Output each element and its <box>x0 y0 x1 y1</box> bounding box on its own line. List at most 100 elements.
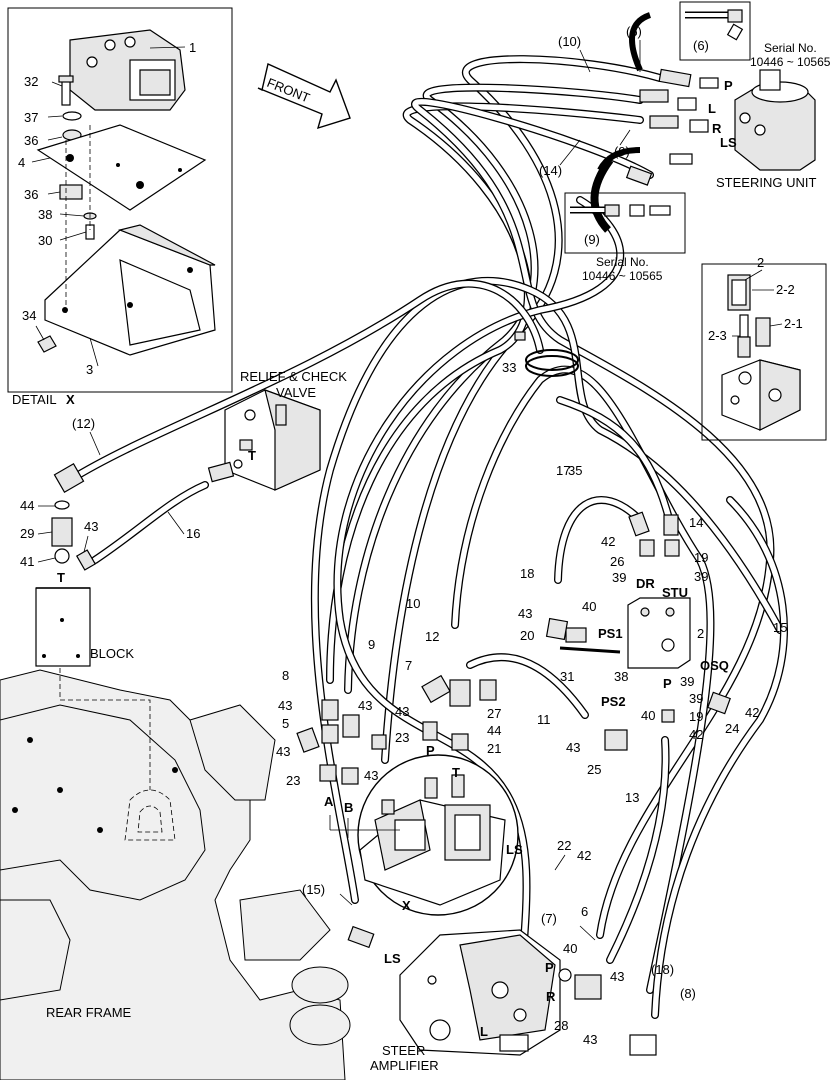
callout-2-inset: 2 <box>757 255 764 270</box>
callout-44-left: 44 <box>20 498 34 513</box>
callout-7: 7 <box>405 658 412 673</box>
steering-unit: P L R LS STEERING UNIT Serial No. 10446 … <box>539 12 831 233</box>
amp-port-l: L <box>480 1024 488 1039</box>
callout-19-b: 19 <box>689 709 703 724</box>
relief-valve-label-2: VALVE <box>276 385 316 400</box>
callout-18: 18 <box>520 566 534 581</box>
callout-40-b: 40 <box>641 708 655 723</box>
callout-12-center: 12 <box>425 629 439 644</box>
callout-4: 4 <box>18 155 25 170</box>
port-ps1: PS1 <box>598 626 623 641</box>
relief-valve-label-1: RELIEF & CHECK <box>240 369 347 384</box>
callout-43-g: 43 <box>583 1032 597 1047</box>
callout-21: 21 <box>487 741 501 756</box>
callout-34: 34 <box>22 308 36 323</box>
callout-42-b: 42 <box>745 705 759 720</box>
serial-mid-line2: 10446 ~ 10565 <box>582 269 663 283</box>
callout-36-b: 36 <box>24 187 38 202</box>
callout-31: 31 <box>560 669 574 684</box>
amp-port-ls: LS <box>384 951 401 966</box>
callout-27: 27 <box>487 706 501 721</box>
relief-check-valve: RELIEF & CHECK VALVE T <box>207 369 347 491</box>
callout-3: 3 <box>86 362 93 377</box>
steer-amp-label-2: AMPLIFIER <box>370 1058 439 1073</box>
callout-18-bottom: (18) <box>651 962 674 977</box>
relief-valve-port-t: T <box>248 448 256 463</box>
callout-26: 26 <box>610 554 624 569</box>
callout-20: 20 <box>520 628 534 643</box>
callout-29: 29 <box>20 526 34 541</box>
callout-hose-10: (10) <box>558 34 581 49</box>
callout-8-bottom: (8) <box>680 986 696 1001</box>
callout-30: 30 <box>38 233 52 248</box>
callout-1: 1 <box>189 40 196 55</box>
callout-12-left: (12) <box>72 416 95 431</box>
callout-39-c: 39 <box>680 674 694 689</box>
detail-x-letter: X <box>66 392 75 407</box>
amp-port-p: P <box>545 960 554 975</box>
port-p-center: P <box>663 676 672 691</box>
callout-42-d: 42 <box>577 848 591 863</box>
valve-port-p: P <box>426 743 435 758</box>
callout-25: 25 <box>587 762 601 777</box>
serial-mid-line1: Serial No. <box>596 255 649 269</box>
block-port-t: T <box>57 570 65 585</box>
callout-23-v: 23 <box>286 773 300 788</box>
inset-top: (6) <box>679 1 751 61</box>
port-osq: OSQ <box>700 658 729 673</box>
callout-33: 33 <box>502 360 516 375</box>
callout-42-a: 42 <box>601 534 615 549</box>
callout-15: 15 <box>773 620 787 635</box>
callout-36-a: 36 <box>24 133 38 148</box>
callout-38: 38 <box>38 207 52 222</box>
priority-valve: 35 33 17 14 42 26 19 39 39 18 DR STU 43 … <box>282 360 787 805</box>
callout-2-main: 2 <box>697 626 704 641</box>
steering-port-l: L <box>708 101 716 116</box>
port-ps2: PS2 <box>601 694 626 709</box>
port-dr: DR <box>636 576 655 591</box>
steering-port-p: P <box>724 78 733 93</box>
valve-x-marker: X <box>402 898 411 913</box>
callout-2-2: 2-2 <box>776 282 795 297</box>
callout-15-bottom: (15) <box>302 882 325 897</box>
steer-amplifier: STEER AMPLIFIER REAR FRAME (15) 22 42 (7… <box>46 838 696 1073</box>
callout-hose-14: (14) <box>539 163 562 178</box>
steer-amp-label-1: STEER <box>382 1043 425 1058</box>
callout-43-v1: 43 <box>278 698 292 713</box>
callout-37: 37 <box>24 110 38 125</box>
callout-38-c: 38 <box>614 669 628 684</box>
steering-port-ls: LS <box>720 135 737 150</box>
callout-17: 17 <box>556 463 570 478</box>
valve-port-ls: LS <box>506 842 523 857</box>
callout-39-a: 39 <box>612 570 626 585</box>
serial-top-line2: 10446 ~ 10565 <box>750 55 831 69</box>
callout-35-v: 35 <box>568 463 582 478</box>
callout-42-c: 42 <box>689 727 703 742</box>
callout-40-a: 40 <box>582 599 596 614</box>
callout-7-bottom: (7) <box>541 911 557 926</box>
inset-top-callout: (6) <box>693 38 709 53</box>
callout-hose-9: (9) <box>614 144 630 159</box>
port-a: A <box>324 794 334 809</box>
callout-43-v3: 43 <box>276 744 290 759</box>
hose-bundle <box>66 55 788 1024</box>
callout-8: 8 <box>282 668 289 683</box>
callout-39-d: 39 <box>689 691 703 706</box>
callout-43-left: 43 <box>84 519 98 534</box>
detail-x-panel: 1 32 37 36 4 36 38 30 34 3 DETAIL X <box>7 7 233 407</box>
detail-x-label: DETAIL <box>12 392 57 407</box>
callout-43-d: 43 <box>395 704 409 719</box>
callout-39-b: 39 <box>694 569 708 584</box>
port-b: B <box>344 800 353 815</box>
callout-11: 11 <box>537 712 551 727</box>
valve-port-t: T <box>452 765 460 780</box>
steering-unit-label: STEERING UNIT <box>716 175 816 190</box>
amp-port-r: R <box>546 989 556 1004</box>
steer-valve-fittings: 43 5 43 43 23 43 A B <box>276 674 497 815</box>
callout-2-1: 2-1 <box>784 316 803 331</box>
callout-19-a: 19 <box>694 550 708 565</box>
callout-9: 9 <box>368 637 375 652</box>
callout-43-v2: 43 <box>358 698 372 713</box>
callout-43-c: 43 <box>518 606 532 621</box>
